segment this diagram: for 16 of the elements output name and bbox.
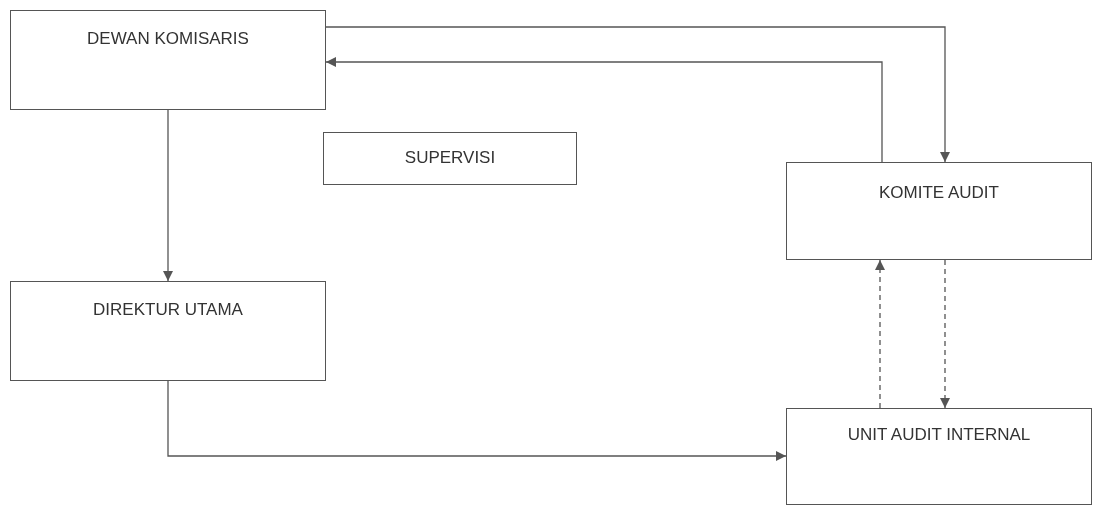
process-box xyxy=(786,408,1092,505)
process-box xyxy=(323,132,577,185)
arrow xyxy=(325,26,950,163)
box-label: DIREKTUR UTAMA xyxy=(92,300,244,320)
arrow xyxy=(163,109,173,282)
process-box xyxy=(10,281,326,381)
box-label: DEWAN KOMISARIS xyxy=(86,29,250,49)
box-label: KOMITE AUDIT xyxy=(878,183,1000,203)
arrow xyxy=(167,380,787,461)
process-box xyxy=(10,10,326,110)
box-label: SUPERVISI xyxy=(403,148,497,168)
process-box xyxy=(786,162,1092,260)
box-label: UNIT AUDIT INTERNAL xyxy=(846,425,1032,445)
arrow xyxy=(940,259,950,409)
arrow xyxy=(325,57,883,163)
arrow xyxy=(875,259,885,409)
